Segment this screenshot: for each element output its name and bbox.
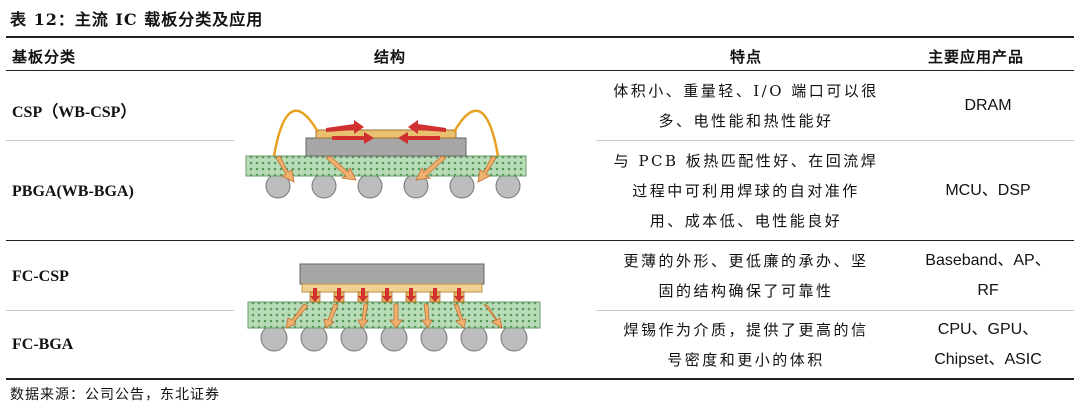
source-note: 数据来源：公司公告，东北证券 [10, 387, 220, 403]
table-title: 表 12：主流 IC 载板分类及应用 [10, 10, 264, 29]
die [305, 137, 467, 157]
header-features: 特点 [730, 48, 763, 66]
bottom-rule [6, 378, 1074, 380]
row-pbga-products: MCU、DSP [945, 182, 1031, 199]
heat-arrows-orange [275, 155, 497, 183]
heat-arrows-red [310, 288, 464, 302]
top-rule [6, 36, 1074, 38]
header-rule [6, 70, 1074, 71]
bond-wire [272, 109, 320, 157]
header-products: 主要应用产品 [928, 48, 1025, 66]
row-fccsp-products: Baseband、AP、 RF [925, 252, 1051, 299]
row-fcbga-products: CPU、GPU、 Chipset、ASIC [934, 321, 1042, 368]
row-fccsp-category: FC-CSP [12, 268, 69, 285]
solder-balls [260, 324, 528, 352]
header-structure: 结构 [374, 48, 407, 66]
section-rule [6, 240, 1074, 241]
row-fcbga-category: FC-BGA [12, 336, 74, 353]
heat-arrows-red [326, 120, 446, 144]
row-pbga-category: PBGA(WB-BGA) [12, 183, 134, 200]
row-csp-features: 体积小、重量轻、I/O 端口可以很 多、电性能和热性能好 [613, 82, 879, 130]
solder-balls [265, 173, 521, 199]
row-divider [596, 140, 1074, 141]
row-divider [6, 140, 234, 141]
row-fccsp-features: 更薄的外形、更低廉的承办、坚 固的结构确保了可靠性 [623, 252, 869, 300]
die [299, 263, 485, 285]
header-category: 基板分类 [12, 48, 77, 66]
row-divider [596, 310, 1074, 311]
row-divider [6, 310, 234, 311]
row-csp-category: CSP（WB-CSP） [12, 104, 137, 121]
heat-arrows-orange [285, 303, 503, 329]
flip-chip-package-diagram [247, 263, 541, 352]
row-csp-products: DRAM [964, 97, 1012, 114]
row-pbga-features: 与 PCB 板热匹配性好、在回流焊 过程中可利用焊球的自对准作 用、成本低、电性… [613, 152, 879, 230]
wire-bond-package-diagram [245, 109, 527, 199]
bond-wire [452, 109, 500, 157]
row-fcbga-features: 焊锡作为介质，提供了更高的信 号密度和更小的体积 [623, 321, 869, 369]
